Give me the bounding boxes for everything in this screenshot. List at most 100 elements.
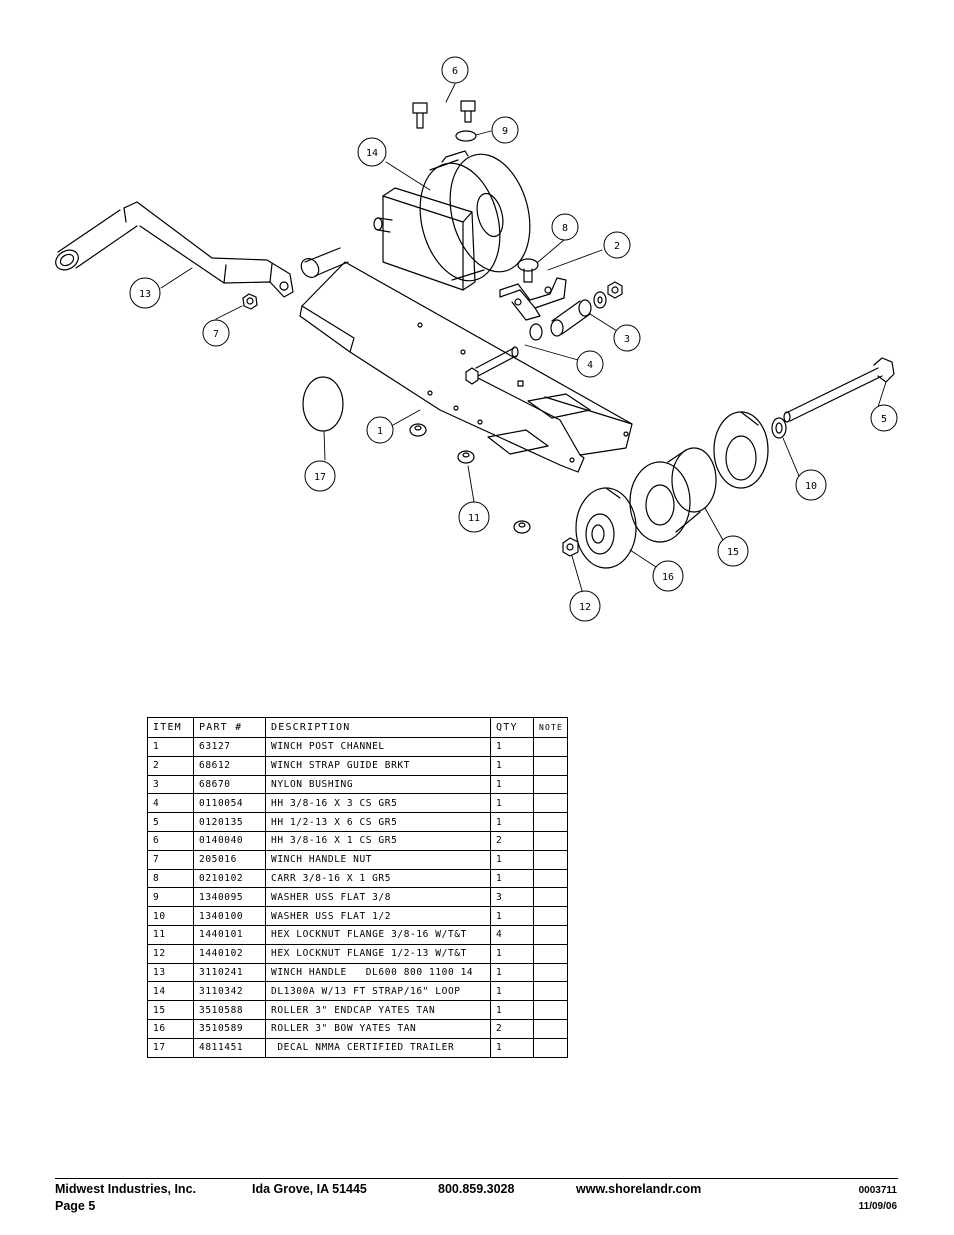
winch-handle-drawing bbox=[55, 201, 294, 298]
callout-balloons: 6 9 14 8 2 13 7 3 4 5 1 10 17 11 15 16 1… bbox=[129, 56, 898, 622]
cell-note bbox=[533, 1037, 568, 1058]
callout-4: 4 bbox=[576, 350, 604, 378]
cell-description: DECAL NMMA CERTIFIED TRAILER bbox=[265, 1037, 491, 1058]
channel-bolt-drawing bbox=[465, 346, 519, 385]
cell-note bbox=[533, 981, 568, 1002]
callout-17: 17 bbox=[304, 460, 336, 492]
washer-drawing bbox=[455, 130, 477, 142]
callout-5: 5 bbox=[870, 404, 898, 432]
footer-page: Page 5 bbox=[55, 1199, 96, 1213]
cell-item: 7 bbox=[147, 849, 194, 870]
cell-part-number: 68612 bbox=[193, 755, 266, 776]
cell-note bbox=[533, 1000, 568, 1020]
col-header-description: DESCRIPTION bbox=[265, 717, 491, 738]
cell-part-number: 1340100 bbox=[193, 906, 266, 926]
col-header-note: NOTE bbox=[533, 717, 568, 738]
cell-item: 12 bbox=[147, 943, 194, 964]
col-header-part: PART # bbox=[193, 717, 266, 738]
cell-qty: 1 bbox=[490, 849, 534, 870]
cell-item: 17 bbox=[147, 1037, 194, 1058]
exploded-parts-diagram: 6 9 14 8 2 13 7 3 4 5 1 10 17 11 15 16 1… bbox=[55, 56, 898, 622]
callout-10: 10 bbox=[795, 469, 827, 501]
svg-text:12: 12 bbox=[579, 602, 591, 613]
cell-description: WASHER USS FLAT 1/2 bbox=[265, 906, 491, 926]
footer-city: Ida Grove, IA 51445 bbox=[252, 1182, 367, 1196]
cell-description: HEX LOCKNUT FLANGE 1/2-13 W/T&T bbox=[265, 943, 491, 964]
long-bolt-drawing bbox=[783, 357, 895, 423]
callout-1: 1 bbox=[366, 416, 394, 444]
callout-8: 8 bbox=[551, 213, 579, 241]
footer-company: Midwest Industries, Inc. bbox=[55, 1182, 196, 1196]
cell-qty: 1 bbox=[490, 1037, 534, 1058]
cell-part-number: 0120135 bbox=[193, 812, 266, 832]
cell-item: 6 bbox=[147, 830, 194, 851]
callout-9: 9 bbox=[491, 116, 519, 144]
cell-part-number: 4811451 bbox=[193, 1037, 266, 1058]
cell-qty: 1 bbox=[490, 774, 534, 795]
cell-part-number: 0140040 bbox=[193, 830, 266, 851]
cell-qty: 1 bbox=[490, 981, 534, 1002]
cell-qty: 1 bbox=[490, 943, 534, 964]
svg-text:5: 5 bbox=[881, 414, 887, 425]
cell-qty: 3 bbox=[490, 887, 534, 908]
svg-text:9: 9 bbox=[502, 126, 508, 137]
callout-13: 13 bbox=[129, 277, 161, 309]
cell-part-number: 1440102 bbox=[193, 943, 266, 964]
cell-item: 14 bbox=[147, 981, 194, 1002]
cell-item: 16 bbox=[147, 1018, 194, 1039]
cell-description: NYLON BUSHING bbox=[265, 774, 491, 795]
cell-item: 5 bbox=[147, 812, 194, 832]
svg-text:15: 15 bbox=[727, 547, 739, 558]
callout-6: 6 bbox=[441, 56, 469, 84]
cell-note bbox=[533, 943, 568, 964]
svg-text:17: 17 bbox=[314, 472, 326, 483]
cell-qty: 1 bbox=[490, 737, 534, 757]
rollers-drawing bbox=[575, 411, 769, 569]
cell-description: WASHER USS FLAT 3/8 bbox=[265, 887, 491, 908]
svg-text:14: 14 bbox=[366, 148, 378, 159]
cell-description: WINCH STRAP GUIDE BRKT bbox=[265, 755, 491, 776]
svg-text:8: 8 bbox=[562, 223, 568, 234]
svg-text:7: 7 bbox=[213, 329, 219, 340]
strap-guide-bracket-drawing bbox=[499, 277, 567, 321]
cell-qty: 1 bbox=[490, 793, 534, 814]
cell-item: 2 bbox=[147, 755, 194, 776]
svg-text:11: 11 bbox=[468, 513, 480, 524]
cell-note bbox=[533, 774, 568, 795]
locknuts-drawing bbox=[409, 423, 531, 534]
cell-qty: 1 bbox=[490, 906, 534, 926]
winch-drawing bbox=[373, 150, 531, 291]
cell-description: WINCH HANDLE DL600 800 1100 14 bbox=[265, 962, 491, 983]
cell-note bbox=[533, 755, 568, 776]
cell-qty: 1 bbox=[490, 812, 534, 832]
callout-15: 15 bbox=[717, 535, 749, 567]
cell-item: 10 bbox=[147, 906, 194, 926]
col-header-qty: QTY bbox=[490, 717, 534, 738]
cell-qty: 4 bbox=[490, 924, 534, 945]
flange-locknut-drawing bbox=[562, 537, 579, 557]
winch-post-channel-drawing bbox=[299, 247, 633, 473]
bolts-drawing bbox=[412, 100, 476, 129]
cell-part-number: 63127 bbox=[193, 737, 266, 757]
svg-text:10: 10 bbox=[805, 481, 817, 492]
svg-text:4: 4 bbox=[587, 360, 593, 371]
col-header-item: ITEM bbox=[147, 717, 194, 738]
cell-note bbox=[533, 887, 568, 908]
svg-text:16: 16 bbox=[662, 572, 674, 583]
callout-12: 12 bbox=[569, 590, 601, 622]
footer-website: www.shorelandr.com bbox=[576, 1182, 702, 1196]
cell-note bbox=[533, 812, 568, 832]
svg-text:2: 2 bbox=[614, 241, 620, 252]
cell-description: HH 1/2-13 X 6 CS GR5 bbox=[265, 812, 491, 832]
